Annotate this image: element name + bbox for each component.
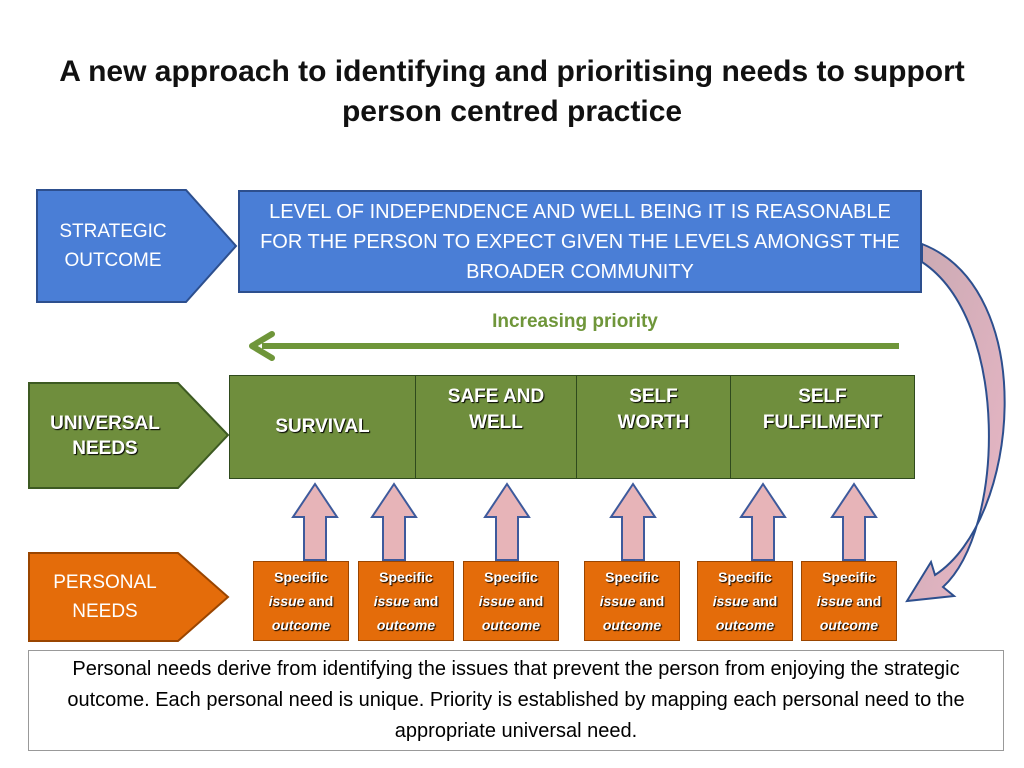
up-arrow-6: [830, 482, 878, 561]
issue-box: Specific issue and outcome: [697, 561, 793, 641]
issue-line-3: outcome: [481, 617, 541, 633]
need-self-fulfilment: SELF FULFILMENT: [731, 376, 914, 478]
strategic-outcome-text: LEVEL OF INDEPENDENCE AND WELL BEING IT …: [260, 200, 900, 283]
explanation-box: Personal needs derive from identifying t…: [28, 650, 1004, 751]
and-word: and: [748, 593, 778, 609]
need-survival: SURVIVAL: [230, 376, 416, 478]
issue-line-1: Specific: [605, 569, 659, 585]
up-arrow-2: [370, 482, 418, 561]
and-word: and: [852, 593, 882, 609]
issue-word: issue: [816, 593, 853, 609]
issue-line-3: outcome: [819, 617, 879, 633]
strategic-outcome-pentagon: [36, 189, 238, 303]
upward-arrows: [291, 482, 878, 561]
and-word: and: [635, 593, 665, 609]
issue-word: issue: [599, 593, 636, 609]
need-safe-and-well: SAFE AND WELL: [416, 376, 577, 478]
explanation-text: Personal needs derive from identifying t…: [67, 658, 965, 742]
issue-box: Specific issue and outcome: [801, 561, 897, 641]
up-arrow-4: [609, 482, 657, 561]
up-arrow-3: [483, 482, 531, 561]
issue-word: issue: [268, 593, 305, 609]
issue-box: Specific issue and outcome: [358, 561, 454, 641]
issue-box: Specific issue and outcome: [253, 561, 349, 641]
issue-line-1: Specific: [718, 569, 772, 585]
up-arrow-5: [739, 482, 787, 561]
page-title: A new approach to identifying and priori…: [59, 55, 965, 128]
universal-needs-label: UNIVERSAL NEEDS: [50, 412, 160, 459]
issue-word: issue: [373, 593, 410, 609]
up-arrow-1: [291, 482, 339, 561]
strategic-outcome-label: STRATEGIC OUTCOME: [59, 221, 167, 271]
universal-needs-pentagon: [28, 382, 230, 489]
need-self-worth: SELF WORTH: [577, 376, 731, 478]
issue-word: issue: [478, 593, 515, 609]
and-word: and: [409, 593, 439, 609]
issue-line-1: Specific: [484, 569, 538, 585]
issue-line-3: outcome: [271, 617, 331, 633]
issue-line-1: Specific: [379, 569, 433, 585]
and-word: and: [514, 593, 544, 609]
issue-line-1: Specific: [822, 569, 876, 585]
personal-needs-pentagon: [28, 552, 230, 642]
universal-needs-row: SURVIVAL SAFE AND WELL SELF WORTH SELF F…: [229, 375, 915, 479]
issue-box: Specific issue and outcome: [463, 561, 559, 641]
increasing-priority-label: Increasing priority: [492, 311, 658, 332]
and-word: and: [304, 593, 334, 609]
issue-box: Specific issue and outcome: [584, 561, 680, 641]
issue-line-3: outcome: [376, 617, 436, 633]
issue-line-3: outcome: [602, 617, 662, 633]
strategic-outcome-box: LEVEL OF INDEPENDENCE AND WELL BEING IT …: [238, 190, 922, 293]
personal-needs-label: PERSONAL NEEDS: [53, 572, 157, 622]
issue-word: issue: [712, 593, 749, 609]
priority-arrow-head: [249, 331, 275, 361]
curved-feedback-arrow: [905, 242, 1006, 603]
issue-line-1: Specific: [274, 569, 328, 585]
issue-line-3: outcome: [715, 617, 775, 633]
